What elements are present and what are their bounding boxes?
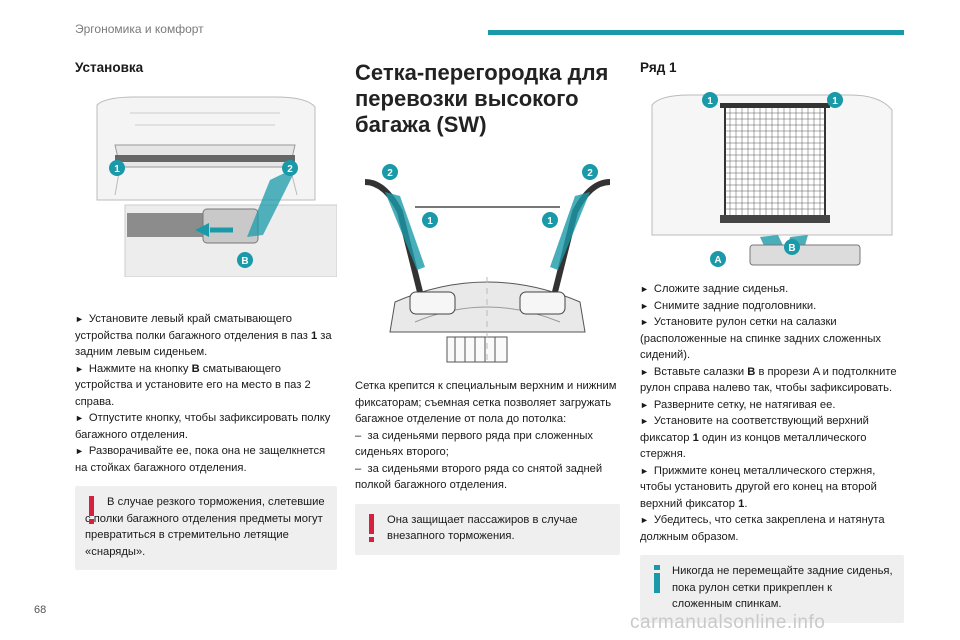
step-4: ►Разворачивайте ее, пока она не защелкне…	[75, 445, 326, 474]
arrow-icon: ►	[640, 300, 649, 311]
arrow-icon: ►	[640, 366, 649, 377]
warning-icon	[89, 496, 94, 524]
info-icon	[654, 565, 660, 593]
warning-icon	[369, 513, 374, 542]
row-1-heading: Ряд 1	[640, 60, 677, 75]
badge-1: 1	[114, 164, 120, 175]
step-1: ►Установите левый край сматывающего устр…	[75, 313, 332, 358]
badge-2-left: 2	[387, 168, 393, 179]
column-net: Сетка-перегородка для перевозки высокого…	[355, 60, 620, 555]
badge-1-right: 1	[547, 216, 553, 227]
parcel-shelf-illustration: 1 2 B	[75, 85, 337, 277]
arrow-icon: ►	[75, 446, 84, 456]
arrow-icon: ►	[75, 363, 84, 374]
arrow-icon: ►	[640, 515, 649, 525]
badge-1-left: 1	[427, 216, 433, 227]
arrow-icon: ►	[640, 317, 649, 327]
net-illustration: 2 2 1 1	[355, 152, 620, 364]
arrow-icon: ►	[75, 314, 84, 324]
step-2: ►Нажмите на кнопку B сматывающего устрой…	[75, 362, 311, 408]
column-row-1: Ряд 1 1 1 A B ►Сложите задние сиденья. ►…	[640, 60, 904, 623]
step-7: ►Прижмите конец металлического стержня, …	[640, 464, 877, 510]
arrow-icon: ►	[640, 465, 649, 476]
step-6: ►Установите на соответствующий верхний ф…	[640, 415, 869, 460]
header-accent-bar	[488, 30, 904, 35]
dash-item-2: – за сиденьями второго ряда со снятой за…	[355, 462, 603, 492]
info-note: Никогда не перемещайте задние сиденья, п…	[640, 555, 904, 623]
net-heading: Сетка-перегородка для перевозки высокого…	[355, 60, 609, 137]
badge-2-right: 2	[587, 168, 593, 179]
badge-2: 2	[287, 164, 293, 175]
net-description: Сетка крепится к специальным верхним и н…	[355, 380, 617, 425]
net-warning-text: Она защищает пассажиров в случае внезапн…	[387, 513, 578, 543]
step-1: ►Сложите задние сиденья.	[640, 281, 904, 298]
step-2: ►Снимите задние подголовники.	[640, 298, 904, 315]
arrow-icon: ►	[640, 284, 649, 294]
installation-steps: ►Установите левый край сматывающего устр…	[75, 311, 337, 476]
step-3: ►Установите рулон сетки на салазки (расп…	[640, 316, 881, 361]
badge-1-right: 1	[832, 96, 838, 107]
arrow-icon: ►	[75, 413, 84, 423]
step-3: ►Отпустите кнопку, чтобы зафиксировать п…	[75, 412, 331, 441]
badge-1-left: 1	[707, 96, 713, 107]
warning-note: В случае резкого торможения, слетевшие с…	[75, 486, 337, 570]
step-8: ►Убедитесь, что сетка закреплена и натян…	[640, 514, 885, 543]
badge-b: B	[241, 256, 248, 267]
watermark: carmanualsonline.info	[630, 612, 826, 633]
warning-text: В случае резкого торможения, слетевшие с…	[85, 496, 325, 558]
badge-b: B	[788, 243, 795, 254]
row-1-steps: ►Сложите задние сиденья. ►Снимите задние…	[640, 281, 904, 545]
arrow-icon: ►	[640, 399, 649, 410]
section-title: Эргономика и комфорт	[75, 22, 204, 36]
net-roll-illustration: 1 1 A B	[640, 85, 904, 267]
step-5: ►Разверните сетку, не натягивая ее.	[640, 397, 904, 414]
column-installation: Установка 1 2 B ►Установите левый край с…	[75, 60, 337, 570]
arrow-icon: ►	[640, 416, 649, 426]
installation-heading: Установка	[75, 60, 144, 75]
page-number: 68	[34, 604, 47, 616]
badge-a: A	[714, 255, 721, 266]
net-warning-note: Она защищает пассажиров в случае внезапн…	[355, 503, 620, 555]
dash-item-1: – за сиденьями первого ряда при сложенны…	[355, 429, 594, 459]
step-4: ►Вставьте салазки B в прорези A и подтол…	[640, 365, 897, 395]
info-text: Никогда не перемещайте задние сиденья, п…	[672, 565, 893, 610]
